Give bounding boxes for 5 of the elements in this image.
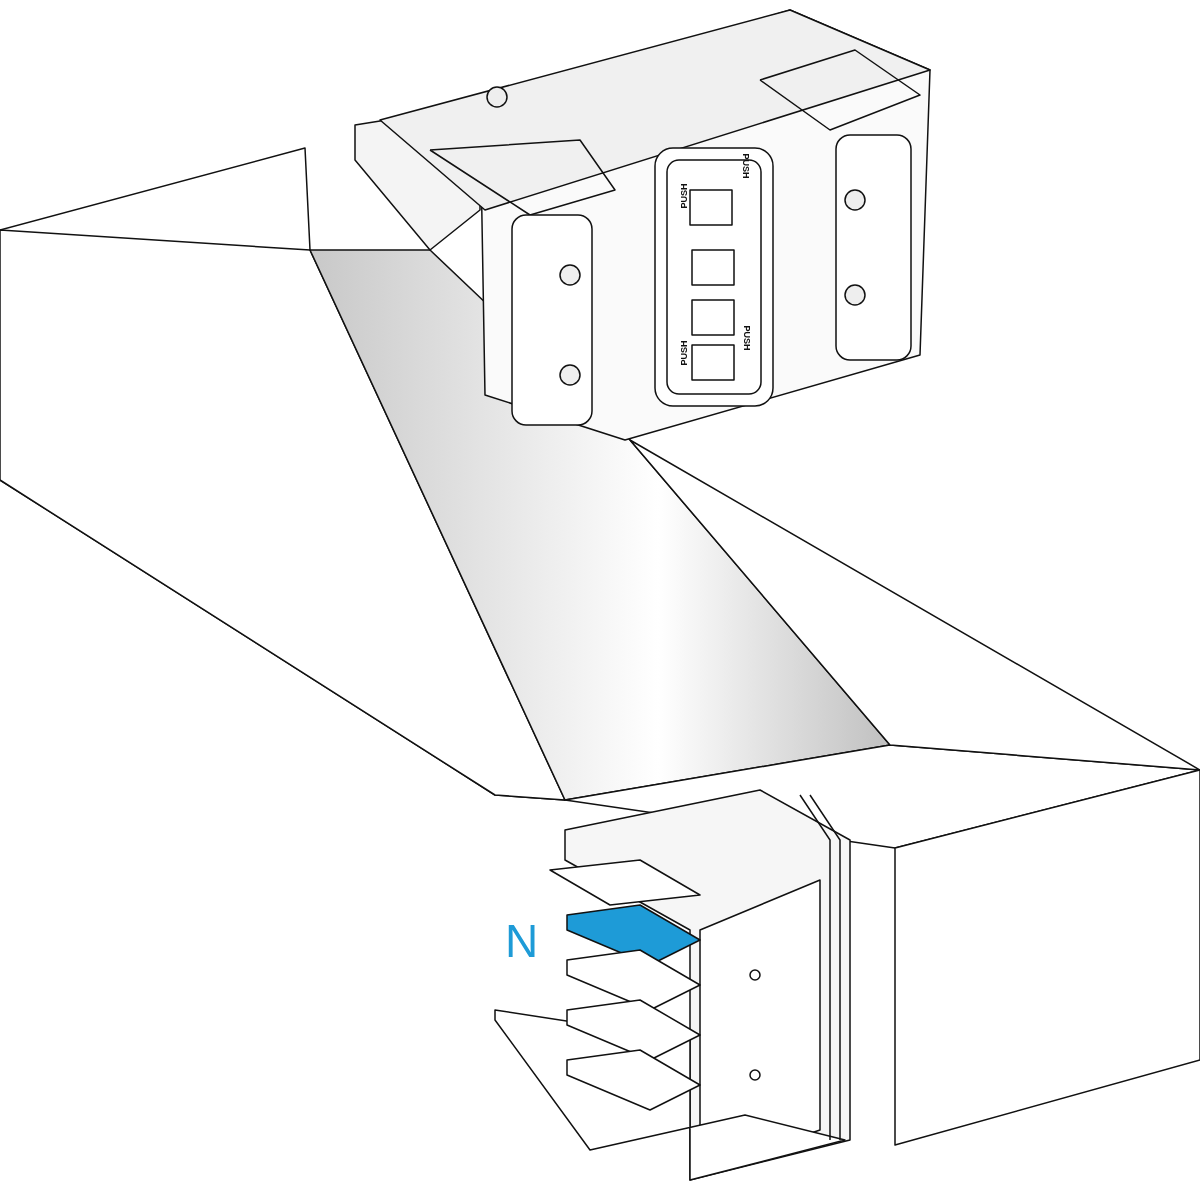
button-marking: PUSH: [740, 153, 750, 179]
button-marking: PUSH: [679, 340, 689, 366]
button-marking: PUSH: [741, 325, 751, 351]
button-marking: PUSH: [679, 183, 689, 209]
phase-label: N: [505, 918, 539, 964]
